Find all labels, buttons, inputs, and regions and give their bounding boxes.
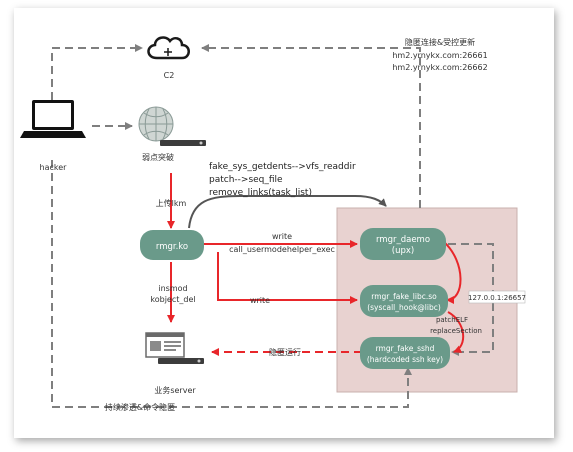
code-line-2: patch-->seq_file: [209, 175, 283, 185]
write-libc-arrow: [217, 252, 358, 304]
business-server-label: 业务server: [154, 385, 196, 395]
libc-to-sshd-arrow: [447, 311, 464, 353]
daemo-to-libc-arrow: [443, 241, 462, 304]
rmgr-fake-sshd-node: rmgr_fake_sshd (hardcoded ssh key): [360, 337, 450, 369]
rmgr-ko-label: rmgr.ko: [156, 242, 188, 252]
kobject-label: kobject_del: [150, 295, 195, 304]
ip-label: 127.0.0.1:26657: [468, 294, 526, 302]
host1-label: hm2.yrnykx.com:26661: [392, 51, 487, 60]
cloud-icon: [147, 36, 190, 60]
c2-label: C2: [164, 71, 175, 80]
write-label-2: write: [250, 296, 270, 305]
libc-label-2: (syscall_hook@libc): [367, 303, 441, 312]
persist-label: 持续渗透&命令隐匿: [105, 402, 175, 412]
persist-path: [51, 160, 412, 408]
hidden-run-label: 隐匿运行: [269, 347, 301, 357]
sshd-label-1: rmgr_fake_sshd: [376, 344, 435, 353]
rmgr-fake-libc-node: rmgr_fake_libc.so (syscall_hook@libc): [360, 285, 448, 317]
code-line-3: remove_links(task_list): [209, 188, 312, 198]
write-label-1: write: [272, 232, 292, 241]
replace-section-label: replaceSection: [430, 327, 482, 335]
vuln-label: 弱点突破: [142, 152, 174, 162]
upload-label: 上传lkm: [156, 198, 187, 208]
globe-server-icon: [138, 106, 206, 146]
c2-update-path: [201, 44, 421, 208]
libc-label-1: rmgr_fake_libc.so: [371, 292, 437, 301]
daemo-label-2: (upx): [392, 246, 414, 256]
hidden-conn-label: 隐匿连接&受控更新: [405, 37, 475, 47]
rmgr-ko-node: rmgr.ko: [140, 230, 204, 260]
hacker-label: hacker: [40, 163, 68, 172]
call-label: call_usermodehelper_exec: [229, 245, 335, 254]
daemo-label-1: rmgr_daemo: [376, 235, 430, 245]
rootkit-hook-curve: [188, 195, 387, 229]
hacker-to-c2-path: [51, 44, 143, 100]
ip-label-box: [468, 290, 526, 304]
insmod-label: insmod: [158, 284, 187, 293]
sshd-label-2: (hardcoded ssh key): [367, 355, 443, 364]
patch-elf-label: patchELF: [436, 316, 468, 324]
host2-label: hm2.yrnykx.com:26662: [392, 63, 487, 72]
server-window-icon: [145, 332, 204, 364]
rmgr-daemo-node: rmgr_daemo (upx): [360, 228, 446, 260]
code-line-1: fake_sys_getdents-->vfs_readdir: [209, 162, 356, 172]
laptop-icon: [20, 100, 86, 138]
